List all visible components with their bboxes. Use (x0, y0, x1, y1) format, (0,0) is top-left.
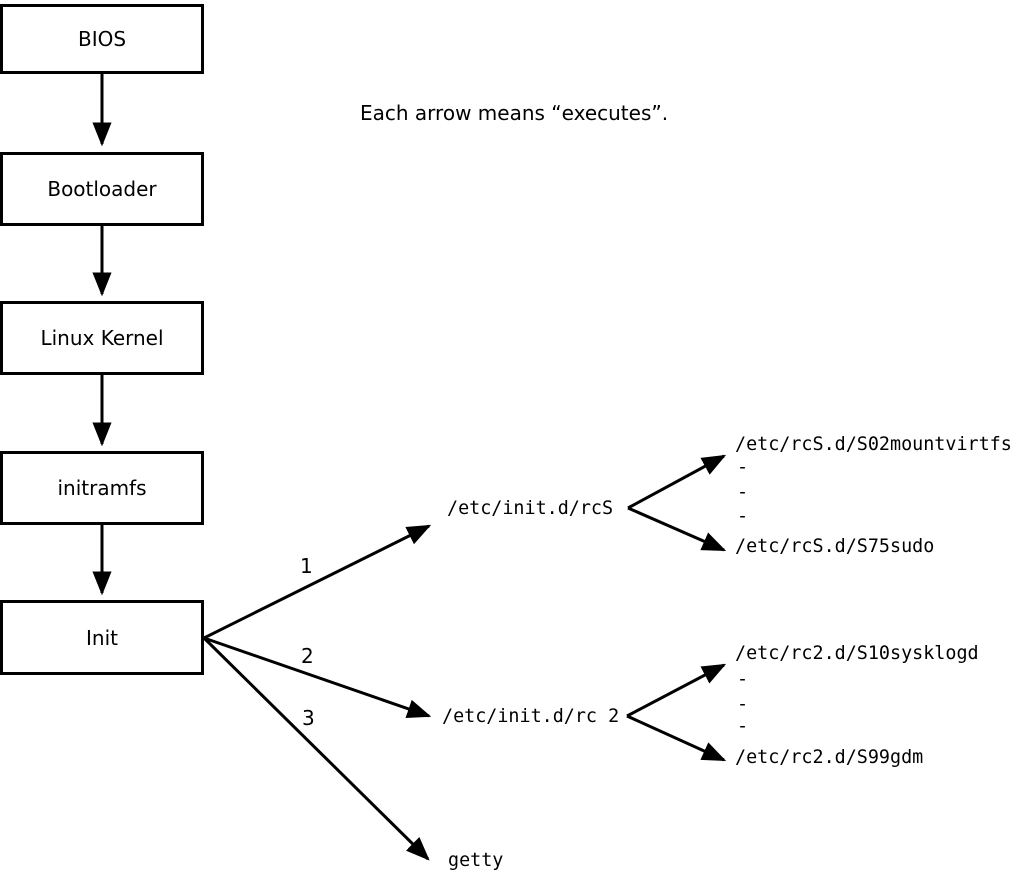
rcs-first-script: /etc/rcS.d/S02mountvirtfs (735, 434, 1012, 455)
branch-number-2: 2 (301, 644, 314, 668)
arrow-rcs-to-last-script (627, 506, 727, 552)
box-init: Init (0, 600, 204, 675)
branch-target-rcs: /etc/init.d/rcS (447, 498, 614, 519)
rc2-ellipsis-dash: - (737, 669, 749, 690)
branch-target-rc2: /etc/init.d/rc 2 (442, 706, 620, 727)
box-linux-kernel-label: Linux Kernel (40, 326, 164, 350)
rc2-ellipsis-dash: - (737, 694, 749, 715)
box-bios: BIOS (0, 4, 204, 74)
branch-target-getty: getty (448, 850, 504, 871)
box-bootloader: Bootloader (0, 152, 204, 226)
box-bootloader-label: Bootloader (47, 177, 157, 201)
legend-note: Each arrow means “executes”. (360, 101, 669, 125)
rcs-ellipsis-dash: - (737, 457, 749, 478)
branch-number-3: 3 (302, 706, 315, 730)
box-bios-label: BIOS (77, 27, 127, 51)
rcs-last-script: /etc/rcS.d/S75sudo (735, 536, 935, 557)
rc2-last-script: /etc/rc2.d/S99gdm (735, 747, 924, 768)
rcs-ellipsis-dash: - (737, 482, 749, 503)
rc2-ellipsis-dash: - (737, 716, 749, 737)
branch-number-1: 1 (300, 554, 313, 578)
box-init-label: Init (86, 625, 118, 650)
box-initramfs: initramfs (0, 451, 204, 525)
arrow-rc2-to-last-script (626, 714, 727, 762)
arrow-init-to-rcs (203, 524, 432, 640)
arrow-rcs-to-first-script (627, 454, 727, 510)
box-initramfs-label: initramfs (57, 476, 147, 500)
rc2-first-script: /etc/rc2.d/S10sysklogd (735, 643, 979, 664)
rcs-ellipsis-dash: - (737, 506, 749, 527)
arrow-init-to-rc2 (203, 636, 432, 718)
arrow-init-to-getty (202, 636, 430, 861)
arrow-rc2-to-first-script (626, 663, 727, 718)
box-linux-kernel: Linux Kernel (0, 301, 204, 375)
